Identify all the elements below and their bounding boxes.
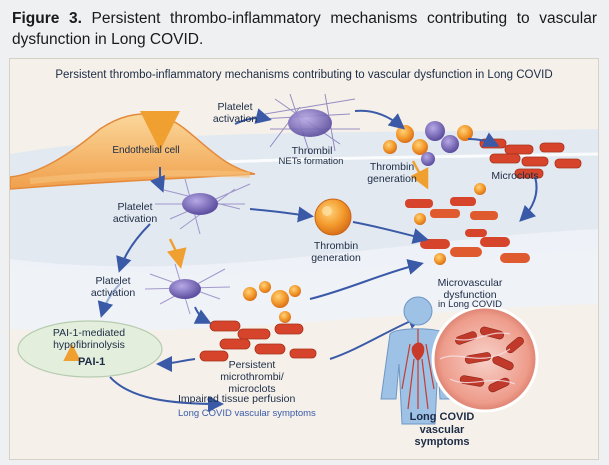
diagram-title: Persistent thrombo-inflammatory mechanis… [55,69,553,81]
platelet-nets-top [259,93,360,155]
label-thrombin-generation-top: Thrombin generation [367,161,417,186]
label-microclots: Microclots [491,170,539,182]
figure-caption: Figure 3. Persistent thrombo-inflammator… [12,8,597,50]
label-impaired-perfusion: Impaired tissue perfusion [178,393,296,405]
label-microvascular-dysfunction: Microvascular dysfunction [437,277,503,302]
label-thrombil: Thrombil [291,145,333,157]
persistent-microthrombi [199,320,317,362]
label-in-long-covid: in Long COVID [438,299,502,310]
label-platelet-activation-top: Platelet activation [212,101,258,126]
thrombin-sphere-mid [314,198,352,236]
flow-arrows [109,108,538,412]
diagram-canvas [10,93,598,425]
label-thrombin-generation-mid: Thrombin generation [311,240,361,265]
clot-cluster-middle [405,183,530,265]
platelet-low [144,263,301,315]
diagram-frame: Persistent thrombo-inflammatory mechanis… [9,58,599,460]
pai1-oval [17,320,163,378]
label-pai1: PAI-1 [78,356,106,368]
caption-text: Persistent thrombo-inflammatory mechanis… [12,10,597,48]
label-long-covid-symptoms: Long COVID vascular symptoms [409,411,475,449]
label-nets-formation: NETs formation [278,156,344,167]
label-persistent-microthrombi: Persistent microthrombi/ microclots [220,359,284,396]
label-endothelial-cell: Endothelial cell [112,145,180,156]
label-platelet-activation-mid: Platelet activation [112,201,158,226]
figure-label: Figure 3. [12,10,82,27]
label-platelet-activation-low: Platelet activation [90,275,136,300]
label-symptoms-small: Long COVID vascular symptoms [178,408,316,419]
platelet-mid [155,178,251,235]
label-pai1-mediated: PAI-1-mediated hypofibrinolysis [52,327,126,352]
vessel-clots [455,326,524,393]
